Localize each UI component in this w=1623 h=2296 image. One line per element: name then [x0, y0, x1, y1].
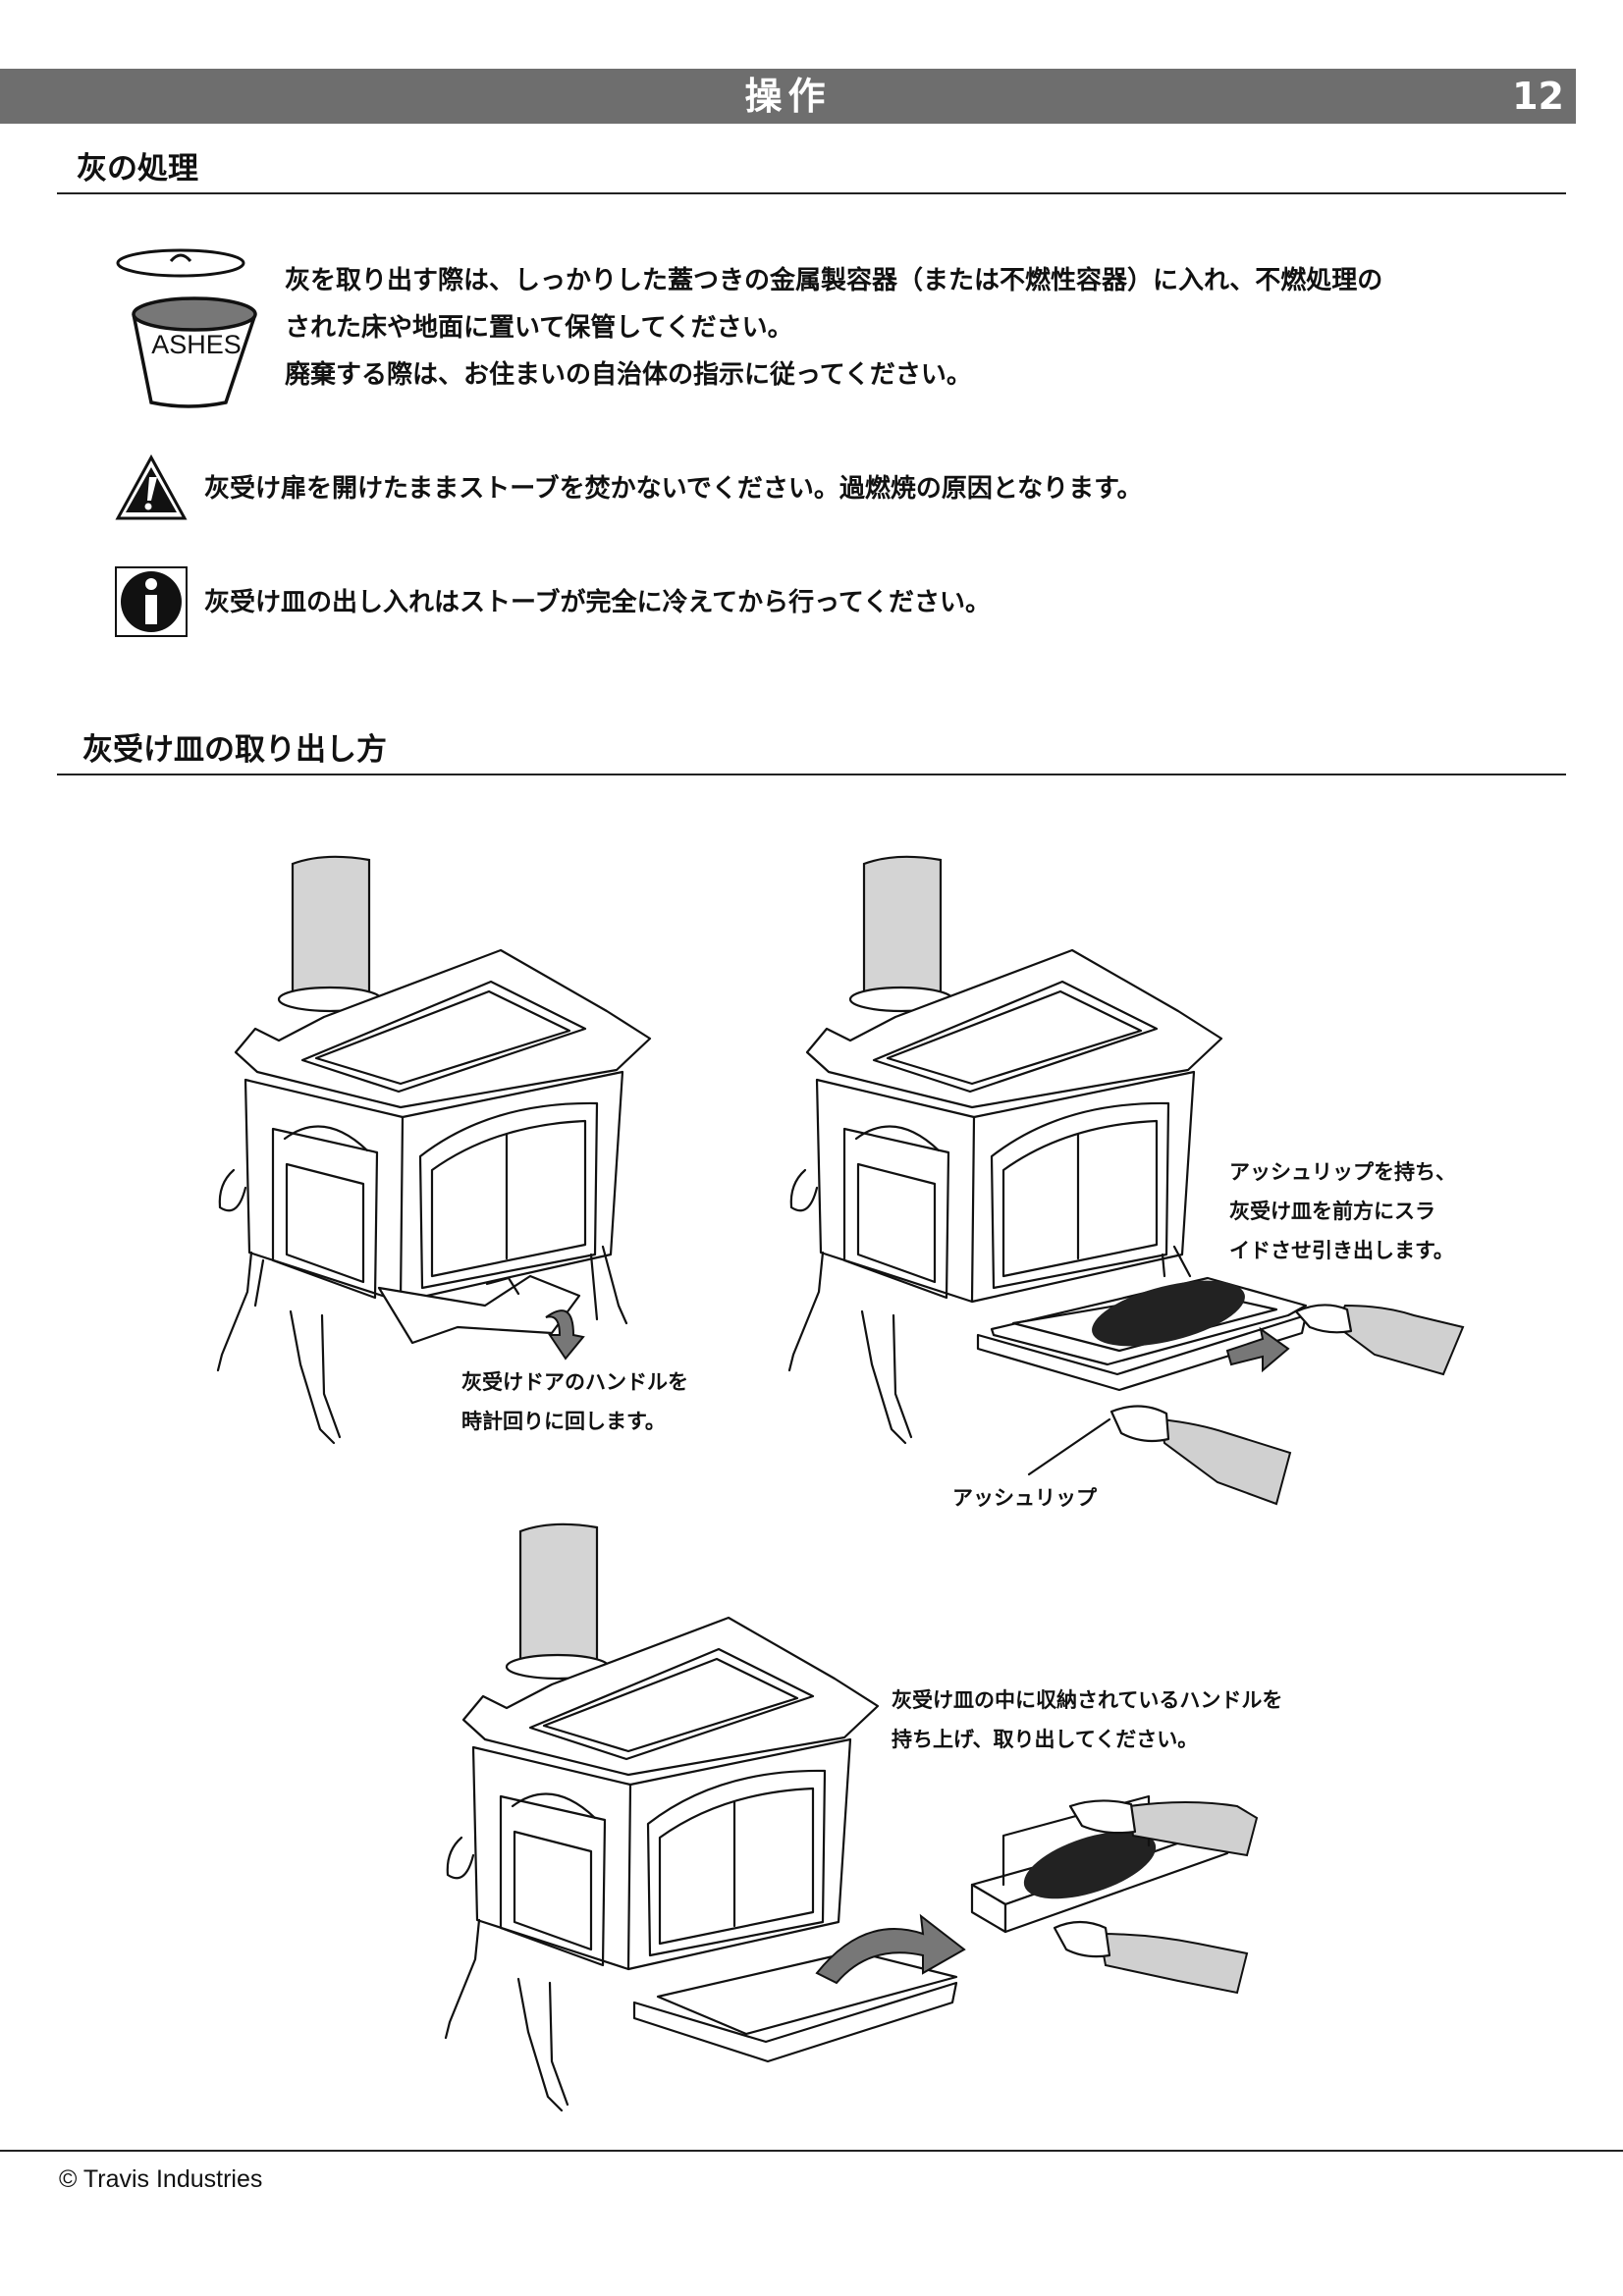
footer-rule [0, 2150, 1623, 2152]
section-title-ash-disposal: 灰の処理 [77, 151, 198, 187]
header-bar [0, 69, 1576, 124]
stove-illustration [444, 1522, 1259, 2112]
step2-instruction: アッシュリップを持ち、 灰受け皿を前方にスラ イドさせ引き出します。 [1229, 1160, 1456, 1262]
footer-copyright: © Travis Industries [59, 2165, 263, 2193]
warning-text: 灰受け扉を開けたままストーブを焚かないでください。過燃焼の原因となります。 [204, 474, 1143, 504]
warning-icon [115, 454, 188, 520]
section-rule [57, 774, 1566, 775]
section-title-ash-pan-removal: 灰受け皿の取り出し方 [82, 732, 387, 768]
info-text: 灰受け皿の出し入れはストーブが完全に冷えてから行ってください。 [204, 588, 992, 617]
page-header-title: 操作 [744, 75, 832, 118]
ash-bucket-icon: ASHES [116, 248, 257, 408]
ash-lip-callout-label: アッシュリップ [952, 1486, 1097, 1510]
ash-disposal-text: 灰を取り出す際は、しっかりした蓋つきの金属製容器（または不燃性容器）に入れ、不燃… [285, 266, 1383, 390]
stove-illustration [216, 855, 652, 1445]
step3-instruction: 灰受け皿の中に収納されているハンドルを 持ち上げ、取り出してください。 [892, 1688, 1283, 1751]
stove-illustration [787, 855, 1465, 1506]
info-icon [115, 566, 188, 637]
step1-instruction: 灰受けドアのハンドルを 時計回りに回します。 [461, 1370, 688, 1433]
section-rule [57, 192, 1566, 194]
page-number: 12 [1512, 75, 1564, 118]
ash-bucket-label: ASHES [151, 330, 242, 359]
